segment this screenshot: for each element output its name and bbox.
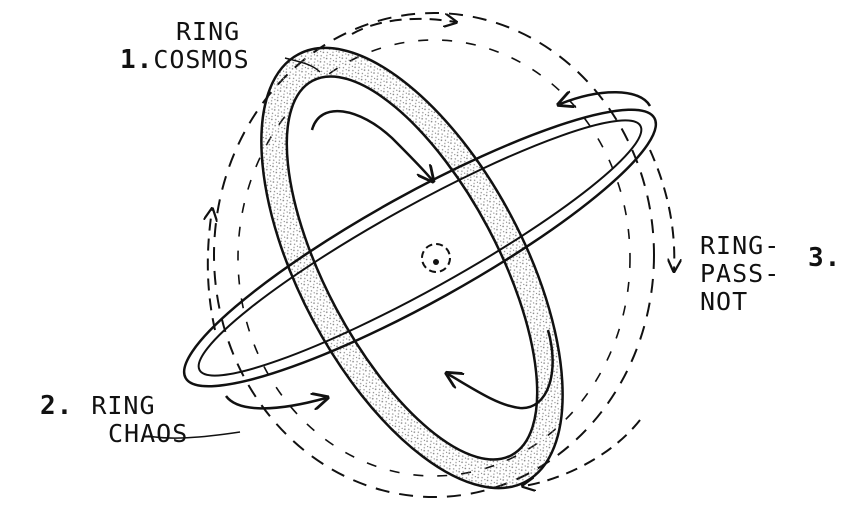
label-ring-cosmos: RING 1.COSMOS [120,18,250,74]
ring-pass-not-line3: NOT [700,288,780,316]
ring-cosmos-line2-row: 1.COSMOS [120,46,250,74]
ring-cosmos-line1: RING [120,18,250,46]
ring-chaos-line2: CHAOS [40,420,188,448]
ring-pass-not-number: 3. [808,244,841,272]
ring-cosmos-number: 1. [120,45,153,75]
ring-chaos-number: 2. [40,391,73,421]
center-dot [433,259,439,265]
label-ring-chaos: 2.RING CHAOS [40,392,188,448]
ring-chaos-line1-row: 2.RING [40,392,188,420]
pass-not-arrow-left [208,210,215,330]
pass-not-arrow-top [352,19,455,34]
ring-chaos-line1: RING [73,391,155,420]
ring-pass-not-line1: RING- [700,232,780,260]
ring-pass-not-line2: PASS- [700,260,780,288]
ring-cosmos [199,2,624,511]
label-ring-pass-not: RING- PASS- NOT [700,232,780,316]
ring-cosmos-line2: COSMOS [153,45,249,74]
chaos-arrow-left [226,396,326,408]
